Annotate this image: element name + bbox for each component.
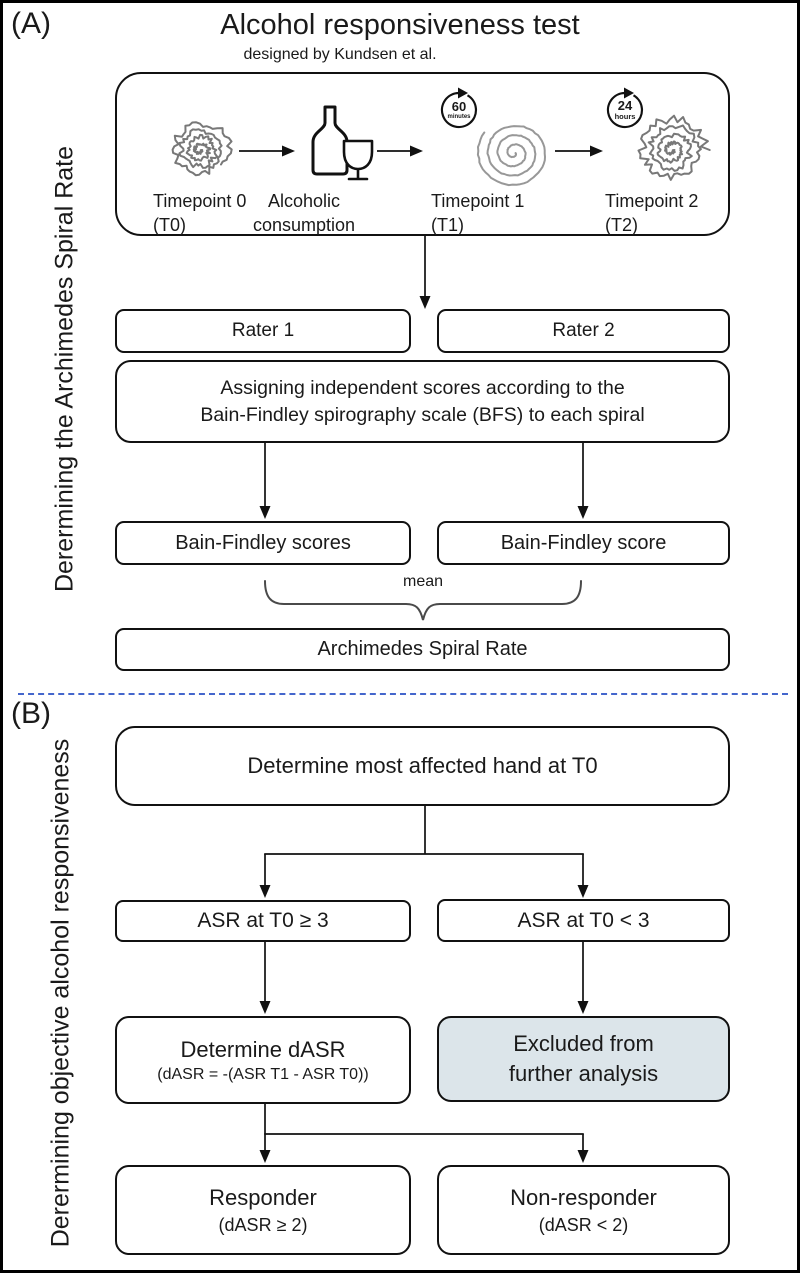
bain-findley-scores-box: Bain-Findley scores — [115, 521, 411, 565]
bain-findley-score-box: Bain-Findley score — [437, 521, 730, 565]
ge3-to-dasr-arrowhead-icon — [259, 1001, 271, 1014]
dasr-title: Determine dASR — [180, 1036, 346, 1062]
split-to-ge3-arrowhead-icon — [259, 885, 271, 898]
step-label-line: (T2) — [605, 215, 638, 235]
timer-24-unit: hours — [614, 112, 636, 121]
assign-to-bf-right-arrowhead-icon — [577, 506, 589, 519]
rater2-box: Rater 2 — [437, 309, 730, 353]
determine-dasr-box: Determine dASR (dASR = -(ASR T1 - ASR T0… — [115, 1016, 411, 1104]
assign-line1: Assigning independent scores according t… — [220, 376, 625, 399]
step-label-line: (T0) — [153, 215, 186, 235]
responder-title: Responder — [209, 1184, 317, 1210]
determine-hand-box: Determine most affected hand at T0 — [115, 726, 730, 806]
nonresponder-box: Non-responder (dASR < 2) — [437, 1165, 730, 1255]
step-label-line: Alcoholic — [267, 191, 341, 211]
step-label-line: Timepoint 1 — [431, 191, 525, 211]
split-to-lt3-arrowhead-icon — [577, 885, 589, 898]
excluded-line2: further analysis — [508, 1061, 659, 1086]
assign-scores-box: Assigning independent scores according t… — [115, 360, 730, 443]
mean-label: mean — [402, 573, 444, 590]
step-label-t1: Timepoint 1 (T1) — [431, 189, 524, 237]
excluded-box: Excluded from further analysis — [437, 1016, 730, 1102]
assign-to-bf-left-arrowhead-icon — [259, 506, 271, 519]
step-label-line: Timepoint 2 — [605, 191, 699, 211]
figure-subtitle: designed by Kundsen et al. — [243, 46, 437, 63]
panel-b-side-label: Derermining objective alcohol responsive… — [46, 738, 75, 1248]
step-label-alcohol: Alcoholic consumption — [241, 189, 367, 237]
protocol-to-raters-arrowhead-icon — [419, 296, 431, 309]
split-to-responder-arrowhead-icon — [259, 1150, 271, 1163]
rater1-box: Rater 1 — [115, 309, 411, 353]
step-label-t2: Timepoint 2 (T2) — [605, 189, 698, 237]
dashed-divider — [18, 693, 788, 695]
step-label-line: Timepoint 0 — [153, 191, 247, 211]
timer-60-value: 60 — [451, 99, 467, 114]
figure-title: Alcohol responsiveness test — [220, 9, 580, 41]
timer-60-unit: minutes — [447, 114, 471, 120]
asr-lt3-box: ASR at T0 < 3 — [437, 899, 730, 942]
step-label-t0: Timepoint 0 (T0) — [153, 189, 246, 237]
step-label-line: consumption — [252, 215, 356, 235]
panel-a-side-label: Derermining the Archimedes Spiral Rate — [50, 145, 79, 593]
responder-sub: (dASR ≥ 2) — [218, 1214, 308, 1235]
timer-24-value: 24 — [617, 98, 633, 113]
dasr-formula: (dASR = -(ASR T1 - ASR T0)) — [157, 1065, 369, 1083]
responder-box: Responder (dASR ≥ 2) — [115, 1165, 411, 1255]
nonresponder-sub: (dASR < 2) — [538, 1214, 629, 1235]
excluded-line1: Excluded from — [513, 1031, 654, 1056]
nonresponder-title: Non-responder — [510, 1184, 657, 1210]
asr-ge3-box: ASR at T0 ≥ 3 — [115, 900, 411, 942]
panel-b-label: (B) — [11, 697, 51, 730]
step-label-line: (T1) — [431, 215, 464, 235]
archimedes-spiral-rate-box: Archimedes Spiral Rate — [115, 628, 730, 671]
lt3-to-excluded-arrowhead-icon — [577, 1001, 589, 1014]
split-to-nonresponder-arrowhead-icon — [577, 1150, 589, 1163]
assign-line2: Bain-Findley spirography scale (BFS) to … — [200, 403, 645, 426]
panel-a-label: (A) — [11, 7, 51, 40]
